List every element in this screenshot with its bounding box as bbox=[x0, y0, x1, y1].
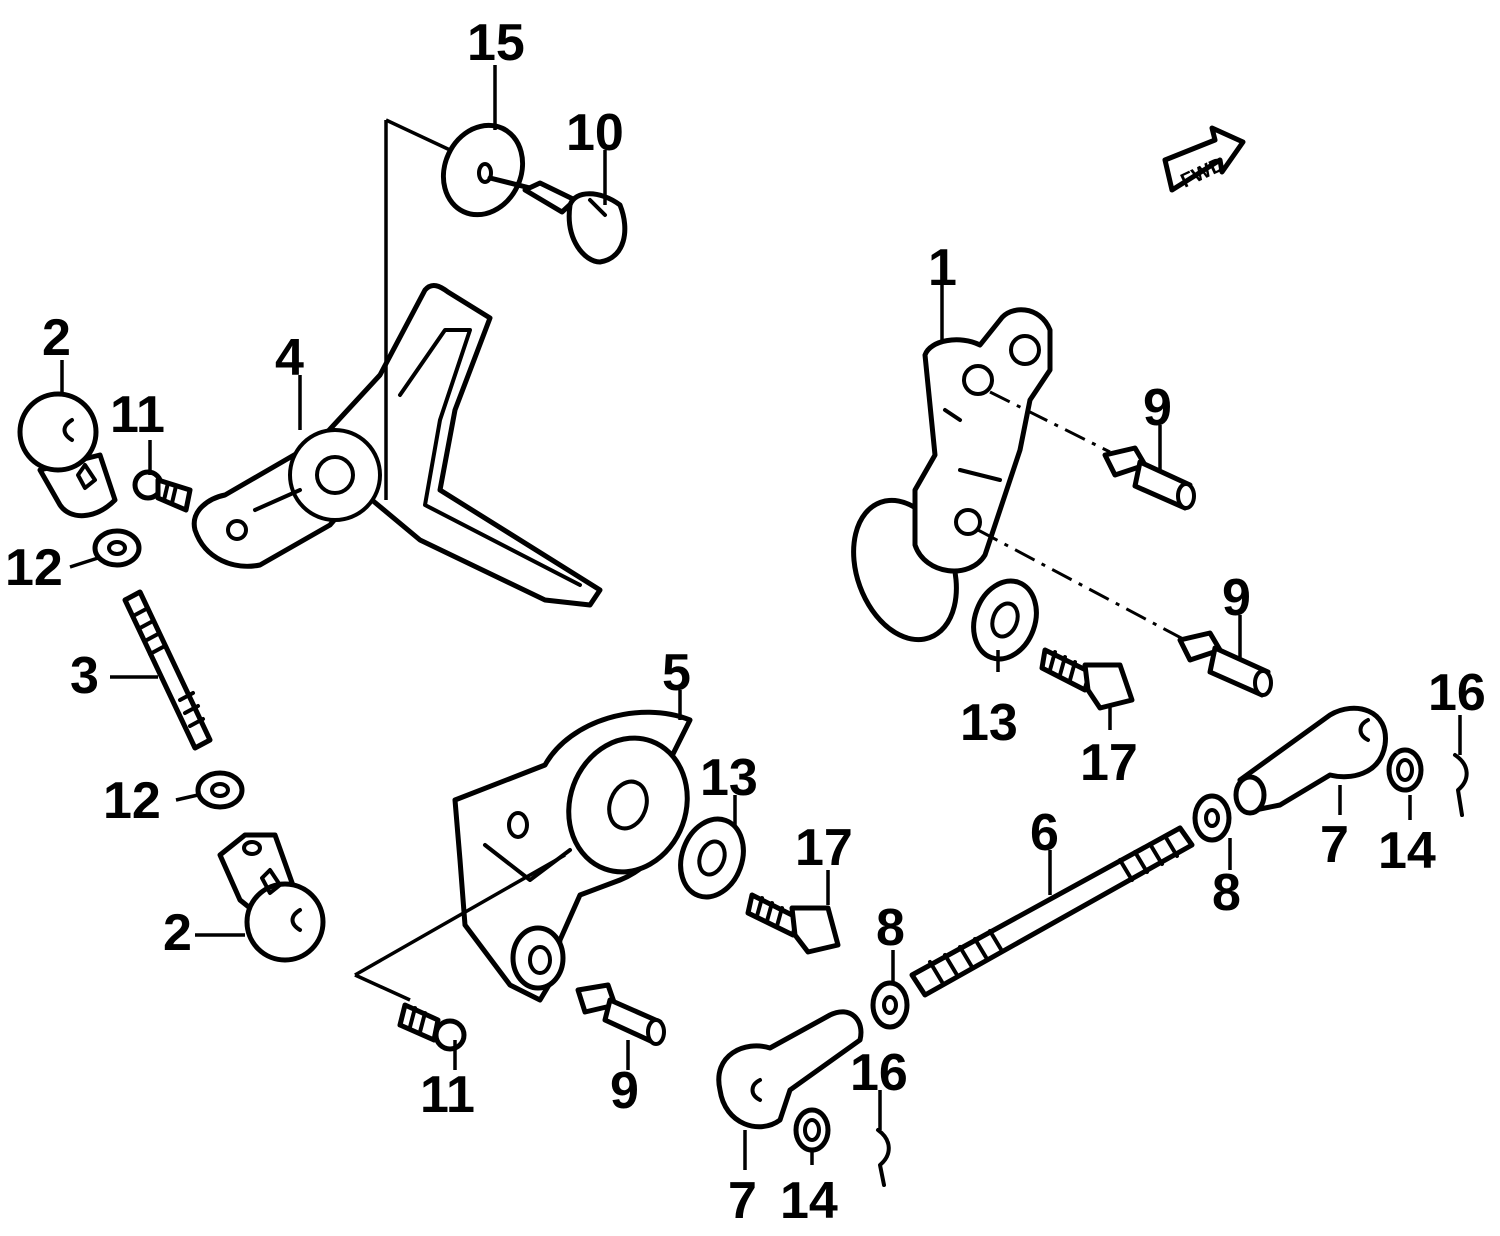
callout-12-bottom: 12 bbox=[103, 772, 161, 830]
callout-3: 3 bbox=[70, 647, 99, 705]
callout-5: 5 bbox=[662, 644, 691, 702]
callout-6: 6 bbox=[1030, 804, 1059, 862]
callout-17-left: 17 bbox=[795, 819, 853, 877]
nut-part-12-top bbox=[92, 528, 142, 568]
threaded-rod-part-6 bbox=[909, 825, 1195, 998]
callout-14-left: 13 bbox=[700, 749, 758, 807]
callout-8-left: 8 bbox=[876, 899, 905, 957]
callout-16-right: 16 bbox=[1428, 664, 1486, 722]
bolt-part-17-left bbox=[745, 892, 841, 955]
washer-part-15 bbox=[440, 122, 526, 218]
callout-7-right: 7 bbox=[1320, 816, 1349, 874]
callout-15: 15 bbox=[467, 14, 525, 72]
callout-11-bottom: 11 bbox=[420, 1066, 475, 1124]
bolt-part-10 bbox=[487, 175, 628, 265]
bracket-part-1 bbox=[851, 307, 1053, 643]
washer-part-14-right bbox=[971, 578, 1039, 662]
pin-part-9-right bbox=[1177, 630, 1273, 698]
callout-7-left: 7 bbox=[728, 1172, 757, 1230]
threaded-rod-part-3 bbox=[122, 589, 213, 751]
callout-12-top: 12 bbox=[5, 539, 63, 597]
ring-part-13-left bbox=[793, 1107, 831, 1153]
callout-2-bottom: 2 bbox=[163, 904, 192, 962]
callout-16-left: 16 bbox=[850, 1044, 908, 1102]
bolt-part-17-right bbox=[1039, 647, 1135, 711]
plate-part-5 bbox=[452, 709, 693, 1003]
nut-part-8-right bbox=[1192, 793, 1232, 843]
callout-8-right: 8 bbox=[1212, 864, 1241, 922]
pin-part-9-upper bbox=[1102, 445, 1196, 511]
washer-part-14-left bbox=[678, 816, 746, 900]
callout-1: 1 bbox=[928, 239, 957, 297]
callout-13-right: 14 bbox=[1378, 822, 1436, 880]
callout-9-upper: 9 bbox=[1143, 379, 1172, 437]
callout-9-right: 9 bbox=[1222, 569, 1251, 627]
callout-17-right: 17 bbox=[1080, 734, 1138, 792]
ball-joint-part-2-bottom bbox=[217, 832, 326, 963]
clip-part-16-right bbox=[1453, 753, 1469, 817]
callout-11-top: 11 bbox=[110, 386, 165, 444]
callout-14-right: 13 bbox=[960, 694, 1018, 752]
lever-part-4 bbox=[191, 283, 603, 608]
nut-part-12-bottom bbox=[195, 770, 245, 810]
ball-stud-part-11-top bbox=[132, 469, 193, 513]
rod-end-part-7-right bbox=[1233, 705, 1388, 816]
callout-13-left: 14 bbox=[780, 1172, 838, 1230]
pin-part-9-lower bbox=[575, 982, 666, 1046]
callout-9-lower: 9 bbox=[610, 1062, 639, 1120]
fwd-arrow-icon: FWD bbox=[1162, 125, 1246, 193]
ball-joint-part-2-top bbox=[17, 391, 118, 519]
rod-end-part-7-left bbox=[716, 1009, 864, 1130]
callout-4: 4 bbox=[275, 329, 304, 387]
ring-part-13-right bbox=[1386, 747, 1424, 793]
callout-10: 10 bbox=[566, 104, 624, 162]
ball-stud-part-11-bottom bbox=[397, 1002, 467, 1052]
nut-part-8-left bbox=[870, 980, 910, 1030]
callout-2-top: 2 bbox=[42, 309, 71, 367]
clip-part-16-left bbox=[876, 1128, 891, 1187]
